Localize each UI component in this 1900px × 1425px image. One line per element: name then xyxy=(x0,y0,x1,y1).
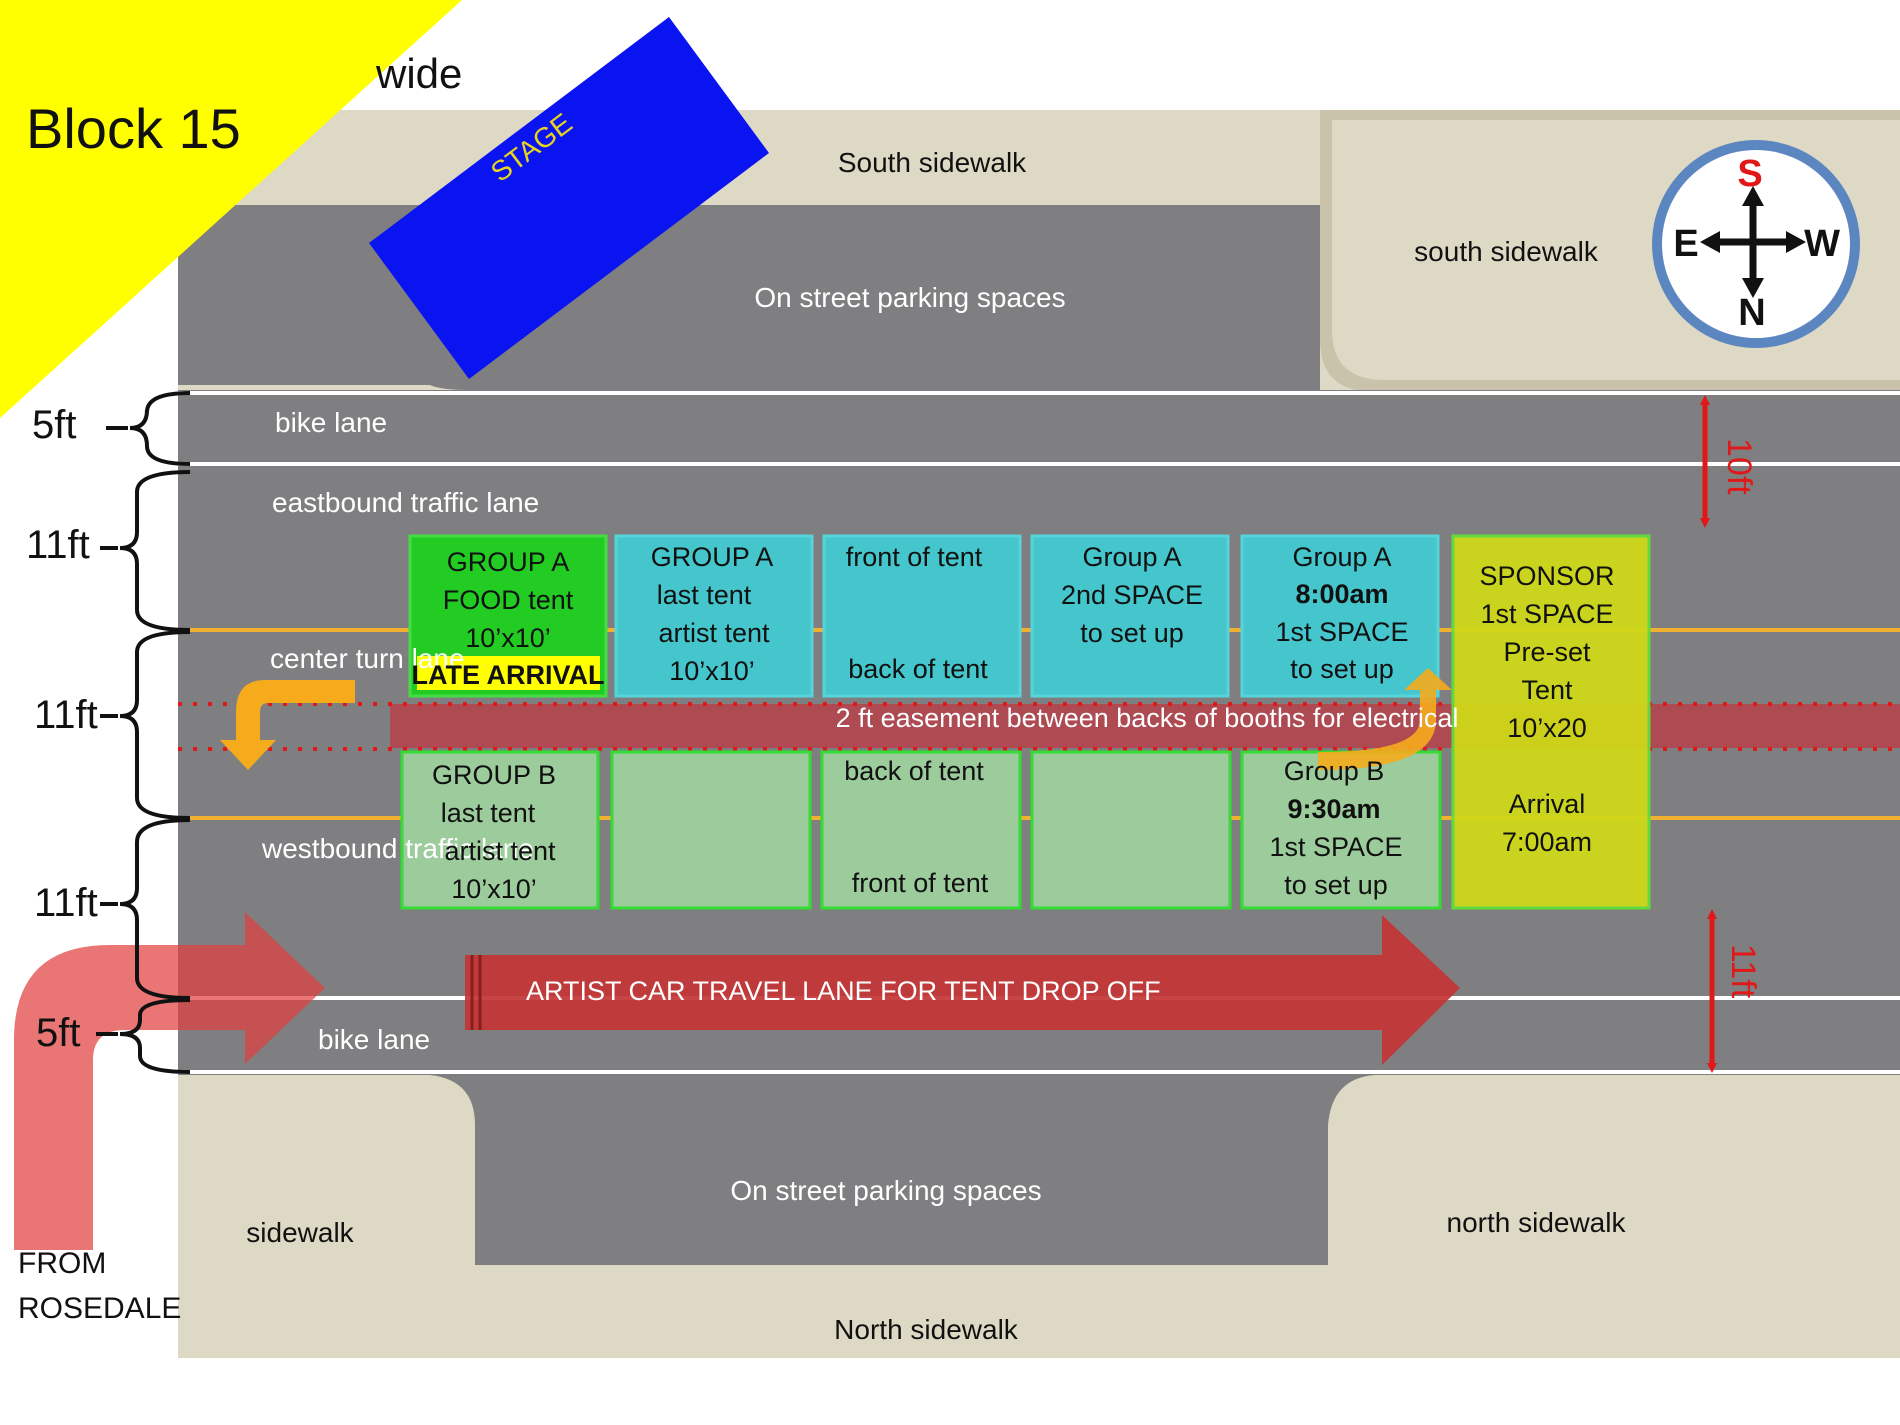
booth-b5-line-1: Group B xyxy=(1284,756,1385,786)
booth-bottom-3 xyxy=(820,750,1022,910)
booth-b1-line-2: last tent xyxy=(441,798,536,828)
dim-eastbound: 11ft xyxy=(26,523,90,567)
booth-top-3 xyxy=(822,534,1022,698)
easement-label: 2 ft easement between backs of booths fo… xyxy=(836,703,1459,733)
booth-b1-line-3: artist tent xyxy=(444,836,556,866)
from-rosedale-line2: ROSEDALE xyxy=(18,1292,181,1325)
dim-bike-top: 5ft xyxy=(32,403,76,447)
eastbound-label: eastbound traffic lane xyxy=(272,487,539,518)
booth-4-line-2: 2nd SPACE xyxy=(1061,580,1203,610)
booth-1-line-2: FOOD tent xyxy=(443,585,574,615)
dim-right-bottom: 11ft xyxy=(1724,944,1762,999)
sponsor-line-7: 7:00am xyxy=(1502,827,1592,857)
booth-2-line-2: last tent xyxy=(657,580,752,610)
compass-head-w xyxy=(1786,231,1806,253)
booth-group-a-1st xyxy=(1240,534,1440,698)
compass xyxy=(1652,140,1860,348)
booth-b1-line-1: GROUP B xyxy=(432,760,556,790)
dim-westbound: 11ft xyxy=(34,881,98,925)
title-flag xyxy=(0,0,462,418)
late-arrival-badge xyxy=(417,656,600,690)
block-title: Block 15 xyxy=(26,97,241,160)
booth-4-line-1: Group A xyxy=(1082,542,1181,572)
compass-label-w: W xyxy=(1804,223,1840,265)
booth-b5-line-3: 1st SPACE xyxy=(1269,832,1402,862)
artist-lane-label: ARTIST CAR TRAVEL LANE FOR TENT DROP OFF xyxy=(526,976,1161,1006)
booth-group-b-last xyxy=(400,750,600,910)
booth-b3-back: back of tent xyxy=(844,756,984,786)
booth-b1-line-4: 10’x10’ xyxy=(451,874,537,904)
north-sidewalk-bottom-label: North sidewalk xyxy=(834,1314,1019,1345)
westbound-label: westbound traffic lane xyxy=(261,833,534,864)
booth-1-line-1: GROUP A xyxy=(447,547,570,577)
dim-right-top: 10ft xyxy=(1720,438,1758,495)
sponsor-line-6: Arrival xyxy=(1509,789,1586,819)
booth-bottom-4 xyxy=(1030,750,1232,910)
compass-head-s xyxy=(1742,186,1764,206)
sidewalk-left-label: sidewalk xyxy=(246,1217,354,1248)
sponsor-line-2: 1st SPACE xyxy=(1480,599,1613,629)
compass-head-e xyxy=(1700,231,1720,253)
dimension-braces xyxy=(96,391,191,1074)
north-sidewalk-right-label: north sidewalk xyxy=(1447,1207,1627,1238)
booth-5-line-3: 1st SPACE xyxy=(1275,617,1408,647)
sponsor-line-1: SPONSOR xyxy=(1479,561,1614,591)
booth-2-line-1: GROUP A xyxy=(651,542,774,572)
booth-bottom-2 xyxy=(610,750,812,910)
parking-top xyxy=(178,205,1320,390)
booth-1-line-3: 10’x10’ xyxy=(465,623,551,653)
dim-center: 11ft xyxy=(34,693,98,737)
sidewalk-left-block xyxy=(178,1075,475,1358)
booth-3-back: back of tent xyxy=(848,654,988,684)
dim-bike-bottom: 5ft xyxy=(36,1011,80,1055)
booth-5-line-4: to set up xyxy=(1290,654,1394,684)
booth-group-a-2nd xyxy=(1030,534,1230,698)
booth-3-front: front of tent xyxy=(846,542,983,572)
width-label: wide xyxy=(375,50,462,97)
bike-lane-top-label: bike lane xyxy=(275,407,387,438)
bike-lane-bottom-label: bike lane xyxy=(318,1024,430,1055)
booth-5-line-1: Group A xyxy=(1292,542,1391,572)
south-sidewalk-label: South sidewalk xyxy=(838,147,1027,178)
artist-lane-arrow xyxy=(465,915,1460,1065)
parking-top-label: On street parking spaces xyxy=(754,282,1065,313)
booth-group-a-last xyxy=(614,534,814,698)
parking-bottom-label: On street parking spaces xyxy=(730,1175,1041,1206)
center-turn-label: center turn lane xyxy=(270,643,465,674)
booth-b3-front: front of tent xyxy=(852,868,989,898)
south-sidewalk-right-label: south sidewalk xyxy=(1414,236,1599,267)
compass-label-s: S xyxy=(1737,153,1762,195)
booth-4-line-3: to set up xyxy=(1080,618,1184,648)
compass-label-e: E xyxy=(1673,223,1698,265)
booth-b5-line-2: 9:30am xyxy=(1287,794,1380,824)
booth-2-line-4: 10’x10’ xyxy=(669,656,755,686)
right-turn-arrow xyxy=(1318,668,1452,770)
booth-b5-line-4: to set up xyxy=(1284,870,1388,900)
from-rosedale-arrow xyxy=(14,912,325,1250)
from-rosedale-line1: FROM xyxy=(18,1247,106,1280)
left-turn-arrow xyxy=(220,680,355,770)
north-sidewalk-right-block xyxy=(1328,1075,1900,1358)
booth-sponsor xyxy=(1451,534,1651,910)
booth-5-line-2: 8:00am xyxy=(1295,579,1388,609)
sponsor-line-3: Pre-set xyxy=(1503,637,1591,667)
booth-2-line-3: artist tent xyxy=(658,618,770,648)
late-arrival-text: LATE ARRIVAL xyxy=(412,660,605,690)
sponsor-line-5: 10’x20 xyxy=(1507,713,1587,743)
sponsor-line-4: Tent xyxy=(1521,675,1573,705)
compass-label-n: N xyxy=(1738,292,1765,334)
stage xyxy=(369,17,769,379)
north-sidewalk-bottom-strip xyxy=(475,1265,1328,1358)
compass-head-n xyxy=(1742,278,1764,298)
